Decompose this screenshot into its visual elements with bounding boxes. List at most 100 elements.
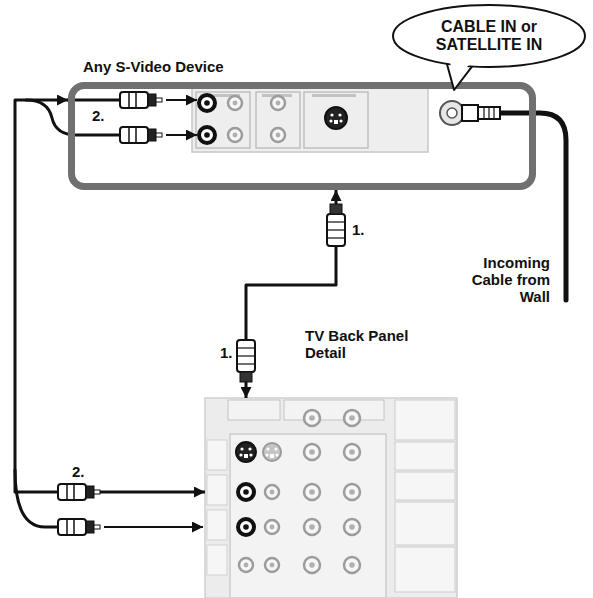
rca-plug-grip <box>135 93 137 107</box>
s-video-plug-grip <box>328 237 344 238</box>
rca-plug-grip <box>73 485 75 499</box>
s-video-jack <box>263 443 281 461</box>
device-box: Any S-Video Device <box>68 82 536 190</box>
s-video-pin <box>249 453 252 456</box>
rca-jack-center <box>270 490 275 495</box>
callout-number: 2. <box>72 464 85 481</box>
rca-jack <box>238 484 254 500</box>
rca-jack-center <box>204 132 210 138</box>
rca-jack <box>239 558 253 572</box>
cable-connector <box>246 190 336 398</box>
insert-arrow <box>104 526 203 528</box>
rca-jack-center <box>349 489 355 495</box>
label-holder: 1. <box>220 345 233 362</box>
rca-jack <box>304 484 320 500</box>
bubble-outline <box>393 5 585 67</box>
rca-plug-collar <box>148 129 156 141</box>
cable-note: Incoming Cable from Wall <box>453 255 550 305</box>
s-video-plug-body <box>237 340 255 372</box>
rca-plug-body <box>58 519 86 535</box>
rca-jack-center <box>349 449 355 455</box>
rca-jack-center <box>309 489 315 495</box>
panel-label-box <box>207 545 227 575</box>
rca-jack <box>344 484 360 500</box>
rca-plug-body <box>120 127 148 143</box>
rca-jack <box>265 558 279 572</box>
s-video-plug-grip <box>238 347 254 348</box>
s-video-plug-collar <box>330 204 342 214</box>
rca-jack-center <box>204 100 210 106</box>
rca-jack <box>344 410 360 426</box>
rca-plug-grip <box>66 485 68 499</box>
rca-plug-grip <box>128 93 130 107</box>
rca-jack-center <box>233 133 238 138</box>
rca-jack <box>304 410 320 426</box>
panel-label-box <box>395 547 455 592</box>
s-video-pin <box>265 453 268 456</box>
f-connector-nut <box>462 105 478 121</box>
label-holder: 2. <box>92 108 105 125</box>
rca-jack <box>304 557 320 573</box>
coax-jack-center <box>447 108 457 118</box>
rca-jack-center <box>309 415 315 421</box>
s-video-plug-grip <box>238 355 254 356</box>
rca-jack-center <box>309 449 315 455</box>
device-rear-panel <box>192 88 428 152</box>
insert-arrow <box>166 99 197 101</box>
rca-jack-center <box>243 489 249 495</box>
tv-panel: TV Back Panel Detail <box>205 398 457 598</box>
rca-jack <box>271 96 285 110</box>
rca-jack-center <box>349 562 355 568</box>
rca-plug-grip <box>128 128 130 142</box>
panel-label-box <box>395 472 455 500</box>
rca-plug-tip <box>156 133 162 137</box>
s-video-pin <box>248 447 251 450</box>
rca-jack <box>344 557 360 573</box>
label-holder: Incoming Cable from Wall <box>453 255 550 305</box>
rca-jack-center <box>349 415 355 421</box>
label-holder: 1. <box>352 222 365 239</box>
rca-jack <box>304 444 320 460</box>
panel-label-box <box>395 442 455 470</box>
rca-jack-center <box>270 525 275 530</box>
callout-number: 1. <box>220 345 233 362</box>
tv-back-panel <box>205 398 457 598</box>
s-video-key <box>270 454 274 458</box>
rca-jack-center <box>233 101 238 106</box>
f-connector-ridge <box>483 108 484 118</box>
s-video-plug-collar <box>240 372 252 382</box>
rca-plug-collar <box>86 486 94 498</box>
s-video-section <box>304 92 368 148</box>
s-video-pin <box>330 113 333 116</box>
insert-arrow <box>166 134 197 136</box>
callout-number: 2. <box>92 108 105 125</box>
label-holder: 2. <box>72 464 85 481</box>
audio-out-section <box>196 92 250 148</box>
s-video-pin <box>329 119 332 122</box>
rca-plug-tip <box>156 98 162 102</box>
s-video-pin <box>339 119 342 122</box>
s-video-jack <box>236 442 256 462</box>
callout-bubble: CABLE IN or SATELLITE IN <box>392 4 586 68</box>
rca-jack <box>271 128 285 142</box>
f-connector-ridge <box>488 108 489 118</box>
rca-jack <box>265 485 279 499</box>
s-video-key <box>334 120 338 124</box>
rca-jack <box>304 519 320 535</box>
rca-jack <box>199 95 215 111</box>
rca-jack-center <box>270 563 275 568</box>
s-video-pin <box>239 453 242 456</box>
panel-marking <box>312 94 356 97</box>
rca-jack-center <box>244 563 249 568</box>
rca-plug-grip <box>135 128 137 142</box>
panel-label-box <box>207 475 227 505</box>
panel-label-box <box>228 400 280 420</box>
rca-plug-collar <box>148 94 156 106</box>
rca-jack-center <box>309 524 315 530</box>
rca-jack-center <box>276 133 281 138</box>
s-video-plug-grip <box>328 229 344 230</box>
f-connector-ridge <box>493 108 494 118</box>
rca-jack-center <box>243 524 249 530</box>
